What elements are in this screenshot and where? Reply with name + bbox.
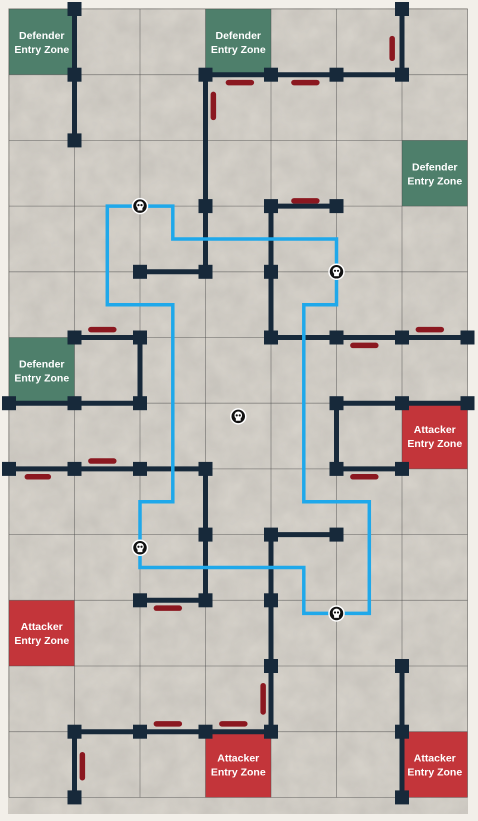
wall-post bbox=[395, 330, 409, 345]
wall-post bbox=[67, 67, 82, 82]
zone-label-line1: Defender bbox=[215, 30, 261, 42]
zone-label-line2: Entry Zone bbox=[14, 44, 69, 56]
zone-label-line1: Attacker bbox=[414, 753, 456, 765]
wall-post bbox=[264, 724, 278, 739]
wall-post bbox=[133, 461, 147, 476]
wall-post bbox=[395, 396, 409, 411]
wall-post bbox=[133, 330, 147, 345]
wall-post bbox=[67, 724, 82, 739]
zone-label-line1: Defender bbox=[19, 30, 65, 42]
zone-fill bbox=[9, 600, 75, 666]
zone-fill bbox=[9, 9, 75, 75]
zone-label-line2: Entry Zone bbox=[407, 438, 462, 450]
wall-post bbox=[67, 133, 82, 148]
zone-label-line1: Attacker bbox=[217, 753, 259, 765]
skull-icon bbox=[131, 539, 149, 556]
zone-fill bbox=[402, 140, 468, 207]
wall-post bbox=[67, 330, 82, 345]
wall-post bbox=[67, 461, 82, 476]
wall-post bbox=[133, 264, 147, 279]
wall-post bbox=[460, 330, 475, 345]
wall-post bbox=[395, 724, 409, 739]
wall-post bbox=[395, 461, 409, 476]
wall-post bbox=[198, 593, 213, 608]
wall-post bbox=[264, 593, 278, 608]
zone-fill bbox=[402, 731, 468, 798]
zone-label-line2: Entry Zone bbox=[407, 767, 462, 779]
objective-markers bbox=[131, 197, 345, 622]
skull-icon bbox=[230, 408, 247, 425]
zone-fill bbox=[205, 731, 271, 798]
wall-post bbox=[198, 724, 213, 739]
zone-fill bbox=[205, 9, 271, 75]
zone-label-line2: Entry Zone bbox=[211, 44, 266, 56]
skull-icon bbox=[328, 605, 345, 622]
wall-post bbox=[198, 67, 213, 82]
skull-icon bbox=[328, 263, 345, 281]
wall-post bbox=[395, 67, 409, 82]
wall-post bbox=[2, 461, 16, 476]
wall-post bbox=[198, 199, 213, 214]
wall-post bbox=[67, 2, 82, 16]
zone-label-line2: Entry Zone bbox=[14, 372, 69, 384]
wall-post bbox=[329, 67, 344, 82]
wall-post bbox=[460, 396, 475, 411]
wall-post bbox=[264, 330, 278, 345]
wall-post bbox=[198, 264, 213, 279]
zone-label-line1: Defender bbox=[19, 358, 65, 370]
wall-post bbox=[133, 593, 147, 608]
wall-post bbox=[264, 527, 278, 542]
wall-post bbox=[264, 659, 278, 673]
wall-post bbox=[395, 2, 409, 16]
zone-label-line2: Entry Zone bbox=[211, 767, 266, 779]
wall-post bbox=[395, 790, 409, 805]
wall-post bbox=[264, 67, 278, 82]
wall-post bbox=[395, 659, 409, 673]
doors bbox=[24, 35, 445, 781]
wall-post bbox=[133, 724, 147, 739]
route-path bbox=[105, 204, 372, 616]
wall-post bbox=[329, 527, 344, 542]
zone-label-line2: Entry Zone bbox=[407, 175, 462, 187]
wall-post bbox=[329, 396, 344, 411]
zone-label-line1: Defender bbox=[412, 161, 458, 173]
zone-fill bbox=[9, 337, 75, 404]
wall-post bbox=[329, 461, 344, 476]
walls bbox=[2, 2, 475, 805]
wall-post bbox=[133, 396, 147, 411]
zone-label-line1: Attacker bbox=[21, 621, 63, 633]
zone-fill bbox=[402, 403, 468, 469]
wall-post bbox=[198, 461, 213, 476]
wall-post bbox=[67, 396, 82, 411]
wall-post bbox=[329, 330, 344, 345]
wall-post bbox=[2, 396, 16, 411]
zone-label-line1: Attacker bbox=[414, 424, 456, 436]
wall-post bbox=[329, 199, 344, 214]
wall-post bbox=[198, 527, 213, 542]
wall-post bbox=[67, 790, 82, 805]
zone-label-line2: Entry Zone bbox=[14, 635, 69, 647]
wall-post bbox=[264, 264, 278, 279]
wall-post bbox=[264, 199, 278, 214]
skull-icon bbox=[131, 197, 149, 215]
route-line bbox=[105, 204, 372, 616]
